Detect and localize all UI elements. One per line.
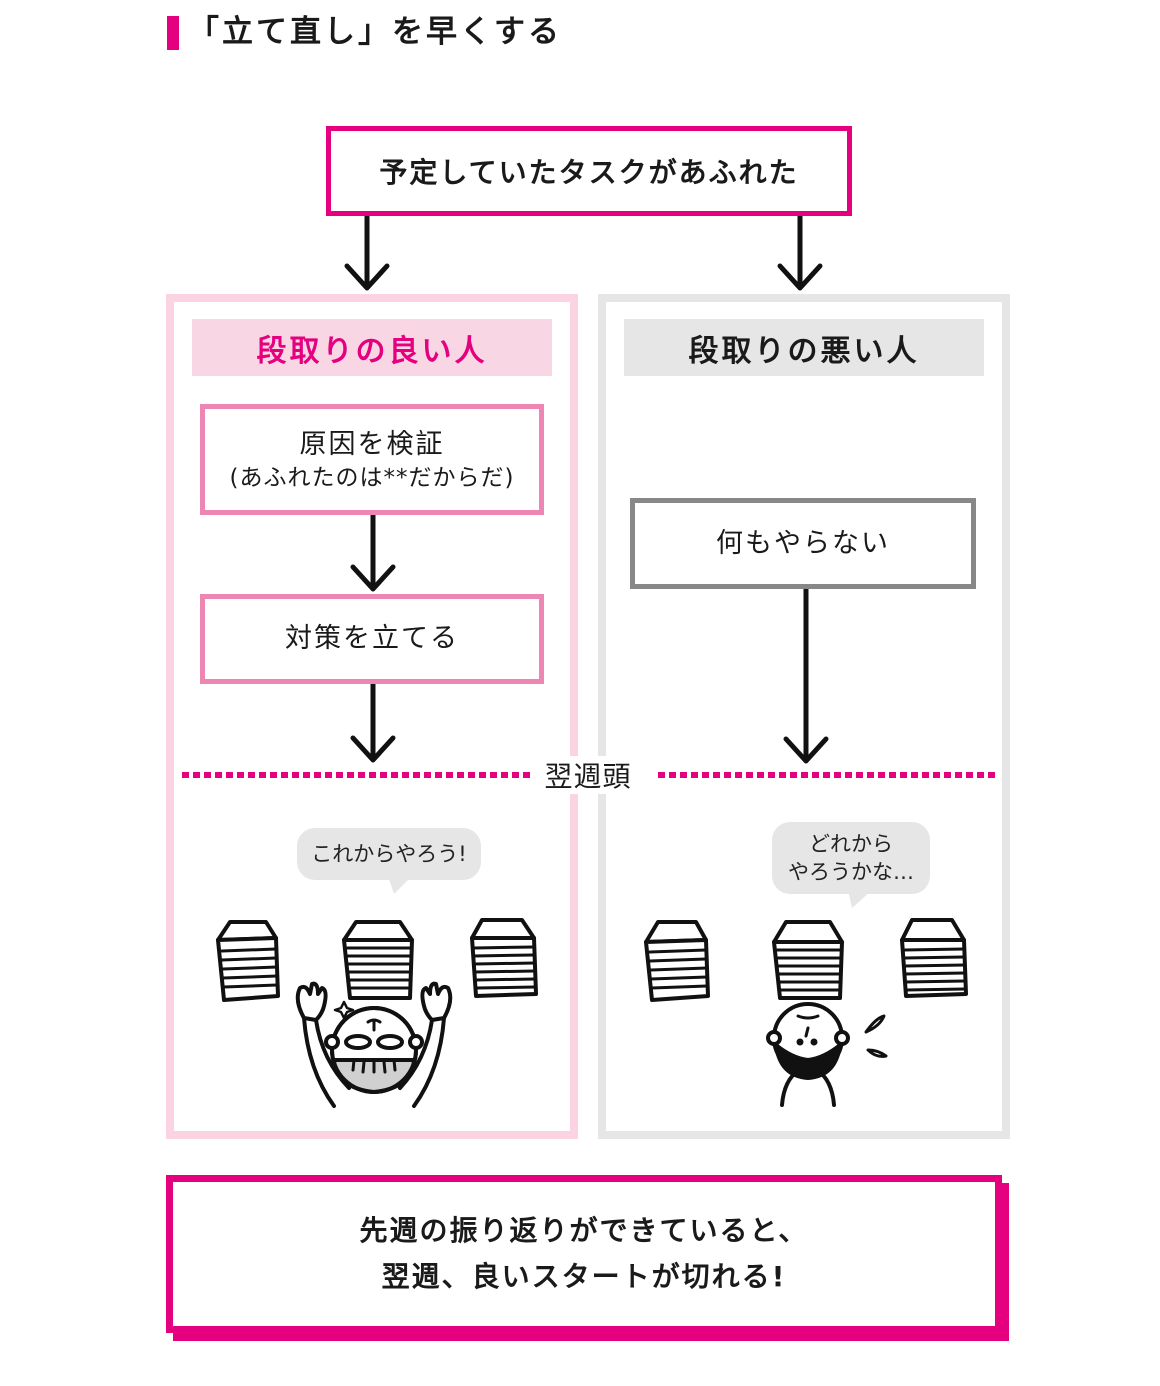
good-planner-heading: 段取りの良い人: [192, 319, 552, 376]
do-nothing-box: 何もやらない: [630, 498, 976, 589]
make-countermeasure-box: 対策を立てる: [200, 594, 544, 684]
step-sub-text: (あふれたのは**だからだ): [229, 464, 515, 491]
arrow-down-icon: [777, 216, 823, 292]
speech-text: これからやろう!: [311, 842, 467, 866]
title-accent-bar: [167, 16, 179, 50]
step-main-text: 原因を検証: [299, 428, 445, 460]
next-week-divider-left: [182, 772, 532, 778]
next-week-label: 翌週頭: [534, 756, 642, 794]
good-planner-panel: 段取りの良い人 原因を検証 (あふれたのは**だからだ) 対策を立てる これから…: [166, 294, 578, 1139]
conclusion-line: 先週の振り返りができていると、: [359, 1214, 809, 1247]
conclusion-box: 先週の振り返りができていると、 翌週、良いスタートが切れる!: [166, 1175, 1002, 1333]
speech-bubble: どれから やろうかな…: [772, 822, 930, 894]
speech-text-line: やろうかな…: [788, 860, 914, 884]
poor-planner-panel: 段取りの悪い人 何もやらない どれから やろうかな…: [598, 294, 1010, 1139]
page-title: 「立て直し」を早くする: [188, 14, 562, 50]
arrow-down-icon: [783, 589, 829, 765]
next-week-divider-right: [658, 772, 996, 778]
trigger-box: 予定していたタスクがあふれた: [326, 126, 852, 216]
step-main-text: 何もやらない: [716, 527, 890, 559]
worried-person-illustration: [644, 918, 968, 1107]
step-main-text: 対策を立てる: [285, 623, 459, 654]
speech-bubble-tail: [848, 890, 872, 908]
speech-bubble-tail: [388, 876, 412, 894]
cheerful-person-illustration: [216, 918, 538, 1108]
arrow-down-icon: [344, 216, 390, 292]
speech-bubble: これからやろう!: [297, 828, 481, 880]
arrow-down-icon: [350, 684, 396, 764]
speech-text-line: どれから: [809, 832, 893, 856]
verify-cause-box: 原因を検証 (あふれたのは**だからだ): [200, 404, 544, 515]
poor-planner-heading: 段取りの悪い人: [624, 319, 984, 376]
arrow-down-icon: [350, 515, 396, 593]
trigger-text: 予定していたタスクがあふれた: [379, 156, 799, 189]
conclusion-line: 翌週、良いスタートが切れる!: [381, 1260, 787, 1293]
